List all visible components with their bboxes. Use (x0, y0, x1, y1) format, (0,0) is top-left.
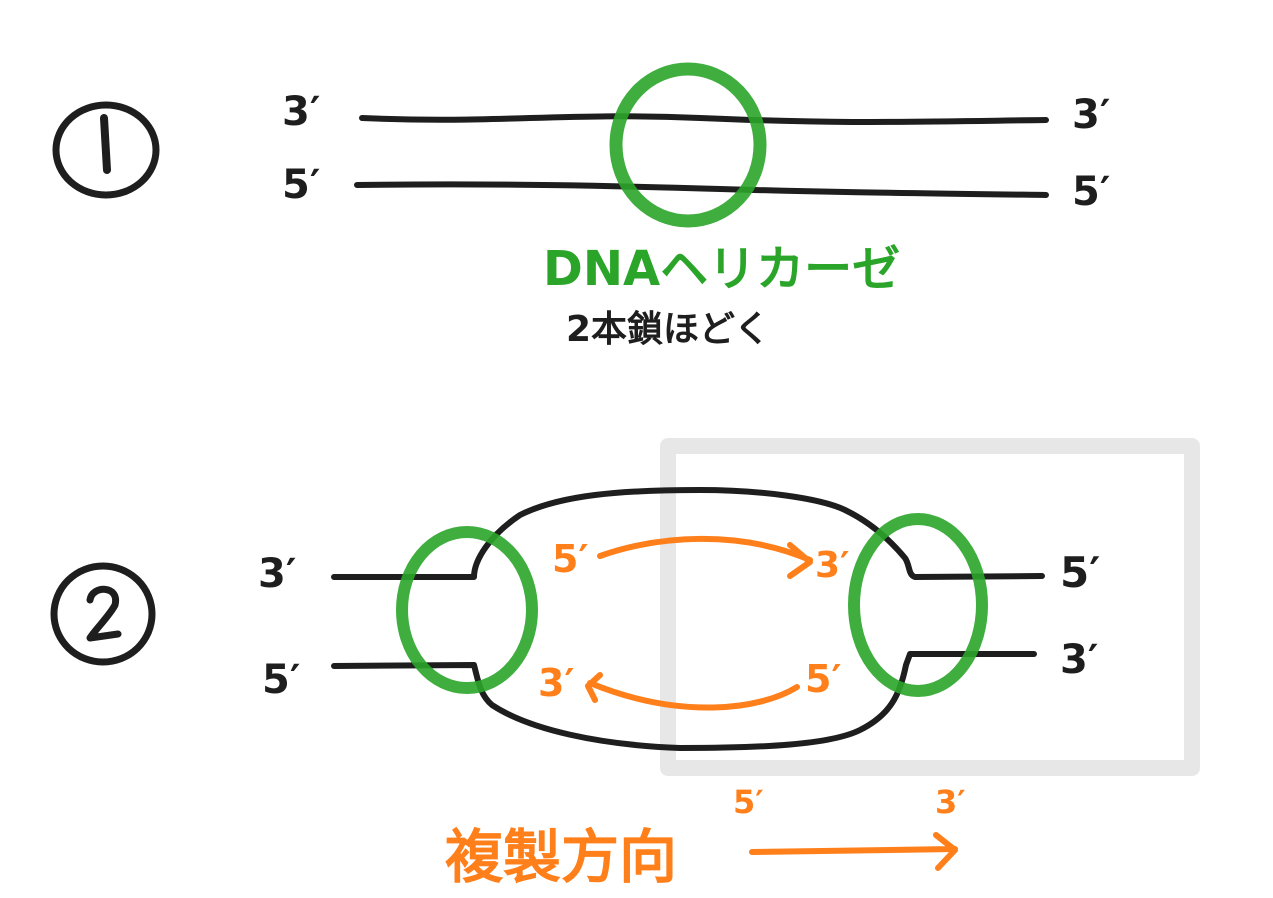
step1-top-strand (359, 113, 1049, 125)
step1-top-left-end: 3′ (282, 89, 321, 135)
step2-replication-bubble (331, 487, 1045, 751)
upper-replication-arrow (597, 535, 813, 579)
step1-helicase-circle (609, 62, 767, 228)
step2-right-bottom-end: 3′ (1060, 637, 1099, 683)
step2-right-helicase (848, 513, 988, 697)
step1-number-circle (52, 101, 160, 199)
step1-top-right-end: 3′ (1072, 92, 1111, 138)
direction-arrow (749, 832, 958, 871)
helicase-label: DNAヘリカーゼ (543, 241, 901, 297)
highlight-box (660, 438, 1200, 776)
step1-bottom-strand (354, 181, 1049, 198)
step2-left-bottom-end: 5′ (262, 657, 301, 703)
direction-arrow-start: 5′ (733, 783, 764, 821)
step1-bottom-right-end: 5′ (1072, 169, 1111, 215)
step2-left-top-end: 3′ (258, 551, 297, 597)
direction-arrow-end: 3′ (935, 783, 966, 821)
step2-number-circle (50, 562, 156, 666)
step1-bottom-left-end: 5′ (282, 162, 321, 208)
helicase-caption: 2本鎖ほどく (566, 309, 770, 350)
lower-arrow-end: 3′ (538, 661, 575, 705)
lower-arrow-start: 5′ (805, 657, 842, 701)
lower-replication-arrow (585, 672, 800, 711)
direction-label: 複製方向 (445, 823, 678, 891)
upper-arrow-end: 3′ (815, 545, 850, 586)
step2-right-top-end: 5′ (1060, 548, 1101, 597)
step2-left-helicase (396, 526, 538, 694)
upper-arrow-start: 5′ (552, 537, 589, 581)
